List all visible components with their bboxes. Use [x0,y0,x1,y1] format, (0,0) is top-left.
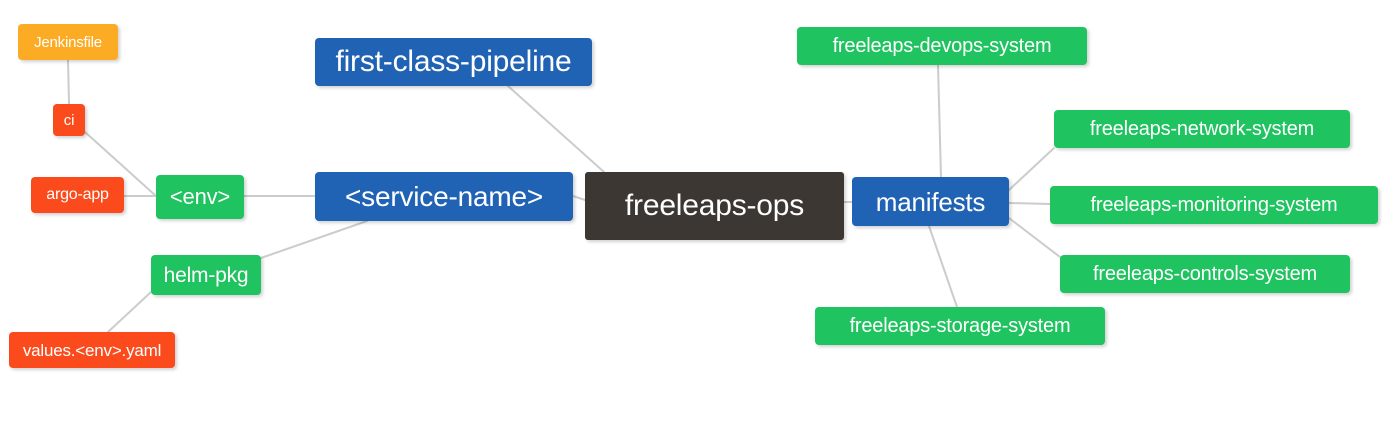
node-helm-pkg[interactable]: helm-pkg [151,255,261,295]
node-freeleaps-network-system[interactable]: freeleaps-network-system [1054,110,1350,148]
edge-jenkinsfile-to-ci [67,59,70,105]
node-label: freeleaps-ops [624,189,805,222]
node-label: Jenkinsfile [34,33,102,51]
node-freeleaps-devops-system[interactable]: freeleaps-devops-system [797,27,1087,65]
node-label: argo-app [46,186,109,203]
edge-manifests-to-freeleaps-devops-system [937,64,942,178]
node-label: manifests [875,186,986,217]
node-label: <service-name> [345,180,543,212]
node-label: freeleaps-monitoring-system [1090,194,1338,216]
node-values-yaml[interactable]: values.<env>.yaml [9,332,175,368]
node-label: first-class-pipeline [335,45,572,78]
edge-first-class-pipeline-to-freeleaps-ops [507,85,605,173]
node-argo-app[interactable]: argo-app [31,177,124,213]
node-label: freeleaps-controls-system [1093,263,1317,285]
node-freeleaps-storage-system[interactable]: freeleaps-storage-system [815,307,1105,345]
edge-service-name-to-freeleaps-ops [572,195,586,201]
edge-service-name-to-helm-pkg [260,220,368,259]
edge-manifests-to-freeleaps-network-system [1008,147,1055,191]
node-jenkinsfile[interactable]: Jenkinsfile [18,24,118,60]
node-freeleaps-controls-system[interactable]: freeleaps-controls-system [1060,255,1350,293]
node-label: helm-pkg [163,263,249,287]
node-service-name[interactable]: <service-name> [315,172,573,221]
node-label: values.<env>.yaml [22,340,162,360]
node-label: ci [63,111,75,129]
node-env[interactable]: <env> [156,175,244,219]
node-label: <env> [169,184,231,209]
edge-helm-pkg-to-values-yaml [107,291,152,333]
node-freeleaps-monitoring-system[interactable]: freeleaps-monitoring-system [1050,186,1378,224]
node-ci[interactable]: ci [53,104,85,136]
node-first-class-pipeline[interactable]: first-class-pipeline [315,38,592,86]
edge-manifests-to-freeleaps-storage-system [928,225,958,308]
node-label: freeleaps-network-system [1089,118,1315,140]
node-label: freeleaps-devops-system [832,35,1052,57]
node-freeleaps-ops[interactable]: freeleaps-ops [585,172,844,240]
node-manifests[interactable]: manifests [852,177,1009,226]
edge-manifests-to-freeleaps-monitoring-system [1008,202,1051,205]
node-label: freeleaps-storage-system [849,315,1071,337]
